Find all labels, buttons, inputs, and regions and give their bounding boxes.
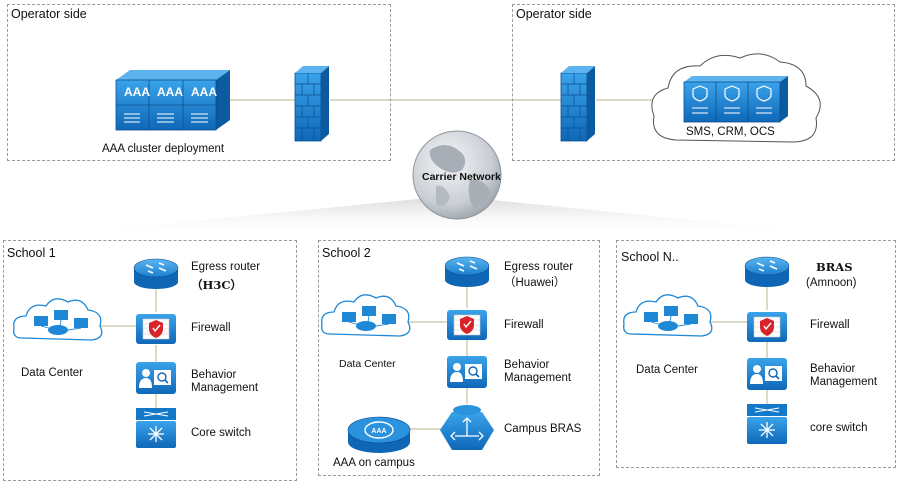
aaa-cluster-server xyxy=(115,70,230,131)
school1-box xyxy=(3,240,297,481)
school1-router-vendor: （H3C） xyxy=(191,278,243,292)
school1-datacenter-label: Data Center xyxy=(21,367,84,379)
schoolN-firewall-label: Firewall xyxy=(810,319,850,331)
connection-lines xyxy=(92,99,768,430)
school2-aaa-badge: AAA xyxy=(371,428,386,435)
aaa-cluster-label: AAA cluster deployment xyxy=(102,143,225,155)
schoolN-switch-label: core switch xyxy=(810,422,868,434)
schoolN-datacenter-label: Data Center xyxy=(636,364,699,376)
operator-left-title: Operator side xyxy=(11,7,87,21)
school1-switch-label: Core switch xyxy=(191,427,252,439)
school2-bras-label: Campus BRAS xyxy=(504,423,582,435)
aaa-badge-1: AAA xyxy=(124,85,150,99)
aaa-badge-3: AAA xyxy=(191,85,217,99)
schoolN-bras-label: BRAS xyxy=(816,260,853,274)
school2-firewall-label: Firewall xyxy=(504,319,544,331)
school1-behavior-label-1: Behavior xyxy=(191,369,237,381)
school2-router-vendor: （Huawei） xyxy=(504,277,566,289)
operator-right-title: Operator side xyxy=(516,7,592,21)
sms-crm-ocs-label: SMS, CRM, OCS xyxy=(686,126,775,138)
school1-router-label: Egress router xyxy=(191,261,261,273)
schoolN-box xyxy=(616,240,896,468)
operator-right-box xyxy=(512,4,895,161)
school2-aaa-on-campus-icon: AAA xyxy=(347,416,411,453)
schoolN-behavior-label-2: Management xyxy=(810,376,878,388)
school1-title: School 1 xyxy=(7,246,56,260)
school2-behavior-label-1: Behavior xyxy=(504,359,550,371)
carrier-globe-icon xyxy=(412,130,502,220)
schoolN-bras-vendor: (Amnoon) xyxy=(806,277,857,289)
school1-behavior-label-2: Management xyxy=(191,382,259,394)
carrier-network-label: Carrier Network xyxy=(422,171,501,183)
school1-firewall-label: Firewall xyxy=(191,322,231,334)
aaa-badge-2: AAA xyxy=(157,85,183,99)
schoolN-behavior-label-1: Behavior xyxy=(810,363,856,375)
schoolN-title: School N.. xyxy=(621,250,679,264)
school2-router-label: Egress router xyxy=(504,261,574,273)
school2-title: School 2 xyxy=(322,246,371,260)
school2-box xyxy=(318,240,600,476)
school2-datacenter-label: Data Center xyxy=(339,358,396,370)
operator-left-box xyxy=(7,4,391,161)
sms-crm-ocs-cloud xyxy=(651,53,821,143)
school2-campus-bras-icon xyxy=(440,405,494,450)
school2-aaa-label: AAA on campus xyxy=(333,457,415,469)
school2-behavior-label-2: Management xyxy=(504,372,572,384)
